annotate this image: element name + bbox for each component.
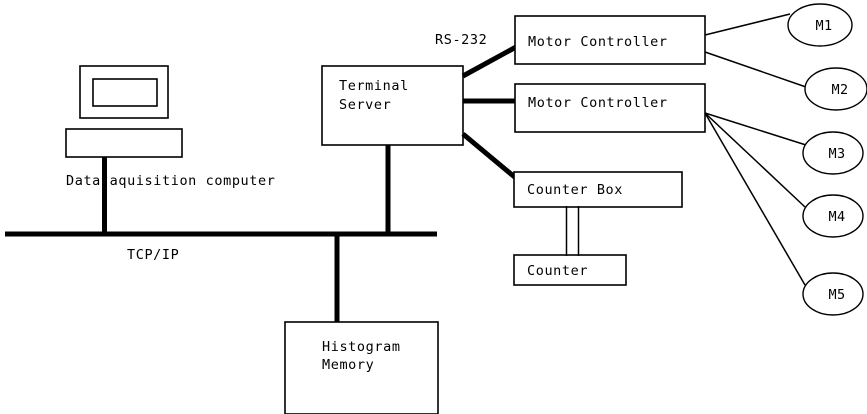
- counter-box: [513, 254, 627, 286]
- link-terminal-server-to-motor-controller-1: [461, 44, 518, 79]
- monitor-screen: [92, 78, 158, 107]
- motor-controller-1-label: Motor Controller: [528, 34, 668, 50]
- motor-m4-ellipse: [802, 194, 864, 238]
- motor-m4-label: M4: [828, 209, 845, 225]
- counter-label: Counter: [527, 263, 588, 279]
- link-motor-controller-2-to-m4: [704, 112, 806, 208]
- motor-m3-label: M3: [828, 146, 845, 162]
- computer-base-unit: [65, 128, 183, 158]
- motor-m2-ellipse: [804, 67, 867, 111]
- motor-m5-ellipse: [802, 272, 864, 316]
- terminal-server-box: [321, 65, 464, 146]
- histogram-memory-label-line2: Memory: [322, 357, 374, 373]
- terminal-server-label-line1: Terminal: [339, 78, 409, 94]
- motor-m5-label: M5: [828, 287, 845, 303]
- link-motor-controller-2-to-m3: [704, 112, 807, 146]
- link-motor-controller-1-to-m1: [704, 13, 791, 36]
- counter-box-label: Counter Box: [527, 182, 623, 198]
- histogram-memory-label-line1: Histogram: [322, 339, 401, 355]
- terminal-server-label-line2: Server: [339, 97, 391, 113]
- link-motor-controller-1-to-m2: [704, 51, 807, 88]
- motor-m3-ellipse: [802, 131, 864, 175]
- motor-controller-2-label: Motor Controller: [528, 95, 668, 111]
- tcpip-bus-label: TCP/IP: [127, 247, 179, 263]
- link-motor-controller-2-to-m5: [704, 112, 806, 286]
- motor-m1-label: M1: [815, 18, 832, 34]
- link-terminal-server-to-counter-box: [461, 132, 519, 181]
- counter-box-box: [513, 171, 683, 208]
- computer-caption-label: Data aquisition computer: [66, 173, 275, 189]
- motor-controller-1-box: [514, 15, 706, 65]
- motor-m1-ellipse: [787, 3, 853, 47]
- histogram-memory-box: [284, 321, 439, 414]
- motor-m2-label: M2: [831, 82, 848, 98]
- motor-controller-2-box: [514, 83, 706, 133]
- rs232-label: RS-232: [435, 32, 487, 48]
